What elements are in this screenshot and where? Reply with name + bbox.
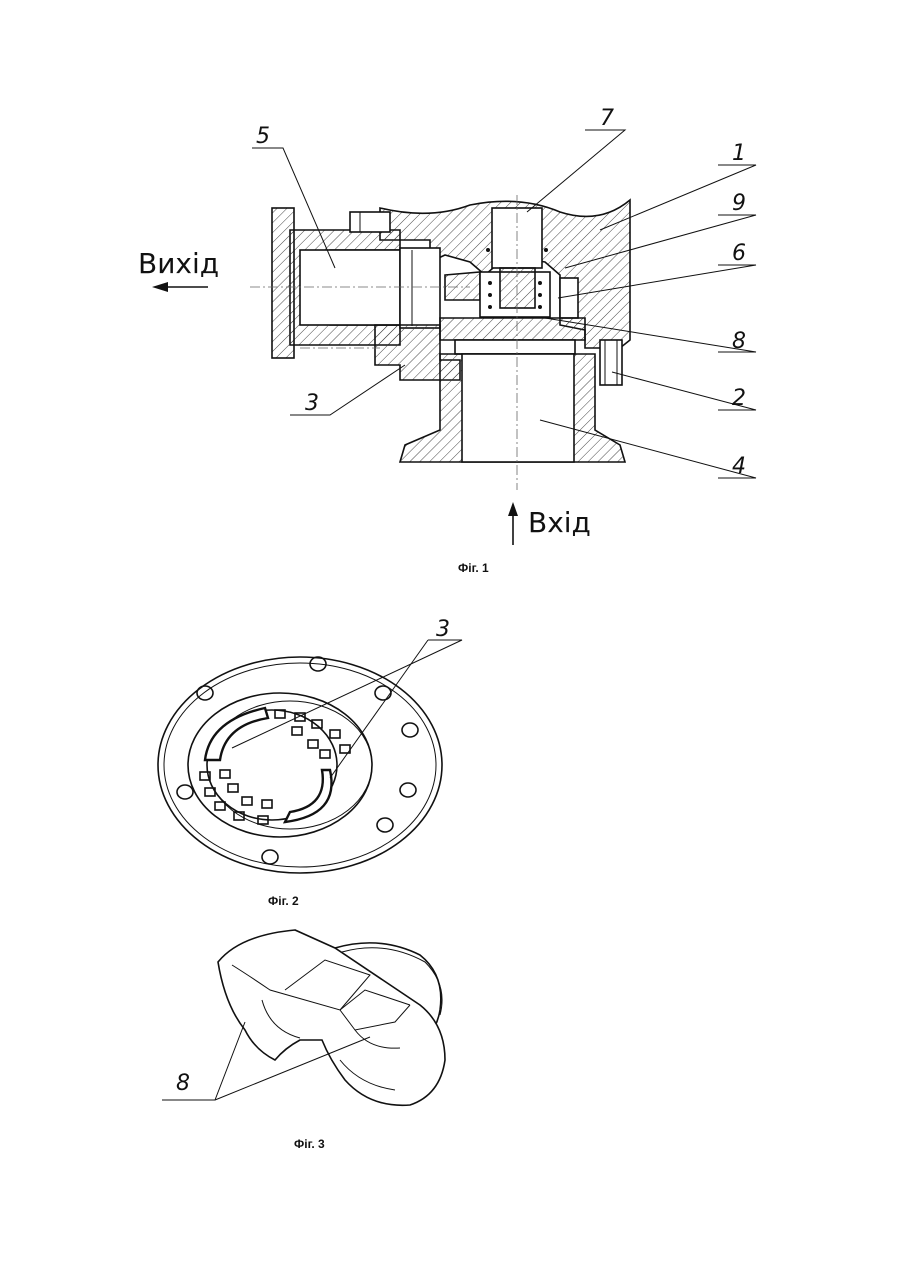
figure-2-seat-plate: 3 Фіг. 2 [158, 617, 462, 908]
figure-3-caption: Фіг. 3 [294, 1137, 325, 1151]
fig2-callout-3: 3 [436, 617, 450, 642]
callout-9: 9 [732, 191, 746, 216]
callout-5: 5 [256, 124, 270, 149]
callout-4: 4 [732, 454, 746, 479]
outlet-arrow [152, 282, 208, 292]
callout-2: 2 [732, 386, 746, 411]
figure-1-valve-section: 5 7 1 9 6 8 2 4 3 Вихід Вхід Фіг. 1 [138, 106, 756, 575]
fig3-callout-8: 8 [176, 1071, 190, 1096]
outlet-flange [272, 208, 294, 358]
callout-3: 3 [305, 391, 319, 416]
callout-7: 7 [600, 106, 614, 131]
callout-1: 1 [732, 141, 746, 166]
callout-8: 8 [732, 329, 746, 354]
figure-3-valve-body: 8 Фіг. 3 [162, 930, 445, 1151]
inlet-label: Вхід [528, 506, 591, 539]
inlet-arrow [508, 502, 518, 545]
outlet-label: Вихід [138, 247, 219, 280]
figure-1-caption: Фіг. 1 [458, 561, 489, 575]
figure-2-caption: Фіг. 2 [268, 894, 299, 908]
callout-6: 6 [732, 241, 746, 266]
